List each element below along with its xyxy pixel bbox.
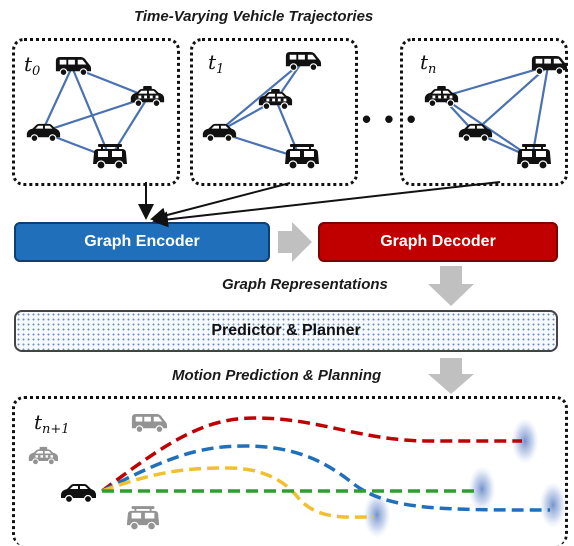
decoder-to-planner-arrow <box>428 266 474 306</box>
graph-decoder-label: Graph Decoder <box>380 233 496 250</box>
graph-edges-t0 <box>41 65 149 160</box>
snapshot-panel-t0 <box>12 38 180 186</box>
predictor-planner-block: Predictor & Planner <box>14 310 558 352</box>
trajectory-yellow <box>101 466 375 519</box>
suv-icon <box>126 505 160 531</box>
ellipsis-dots: • • • <box>362 104 419 134</box>
uncertainty-blob-icon <box>512 419 538 463</box>
taxi-icon <box>258 88 293 111</box>
snapshot-panel-t1 <box>190 38 358 186</box>
taxi-icon <box>130 85 165 108</box>
time-label-t1: t1 <box>208 50 225 77</box>
van-icon <box>531 55 568 75</box>
motion-prediction-label: Motion Prediction & Planning <box>172 367 382 384</box>
future-panel <box>12 396 568 546</box>
ego-car-icon <box>60 483 97 503</box>
trajectory-red <box>100 416 522 493</box>
taxi-icon <box>424 85 459 108</box>
uncertainty-blob-icon <box>540 483 566 527</box>
encoder-to-decoder-arrow <box>278 222 312 262</box>
uncertainty-blob-icon <box>364 493 390 537</box>
graph-encoder-block: Graph Encoder <box>14 222 270 262</box>
uncertainty-blob-icon <box>469 467 495 511</box>
time-label-tn: tn <box>420 50 437 77</box>
graph-representations-label: Graph Representations <box>222 276 388 293</box>
graph-decoder-block: Graph Decoder <box>318 222 558 262</box>
van-icon <box>131 413 168 433</box>
graph-edges-t1 <box>217 61 303 160</box>
diagram-title: Time-Varying Vehicle Trajectories <box>134 8 374 25</box>
suv-icon <box>92 143 128 170</box>
predictor-planner-label: Predictor & Planner <box>211 322 361 339</box>
snapshot-to-encoder-arrows <box>138 181 501 228</box>
suv-icon <box>284 143 320 170</box>
van-icon <box>285 51 322 71</box>
car-icon <box>202 123 237 142</box>
taxi-icon <box>28 446 59 466</box>
planner-to-output-arrow <box>428 358 474 394</box>
time-label-t0: t0 <box>24 52 41 79</box>
graph-encoder-label: Graph Encoder <box>84 233 200 250</box>
surrounding-vehicles <box>28 413 168 531</box>
time-label-tn1: tn+1 <box>34 410 70 437</box>
